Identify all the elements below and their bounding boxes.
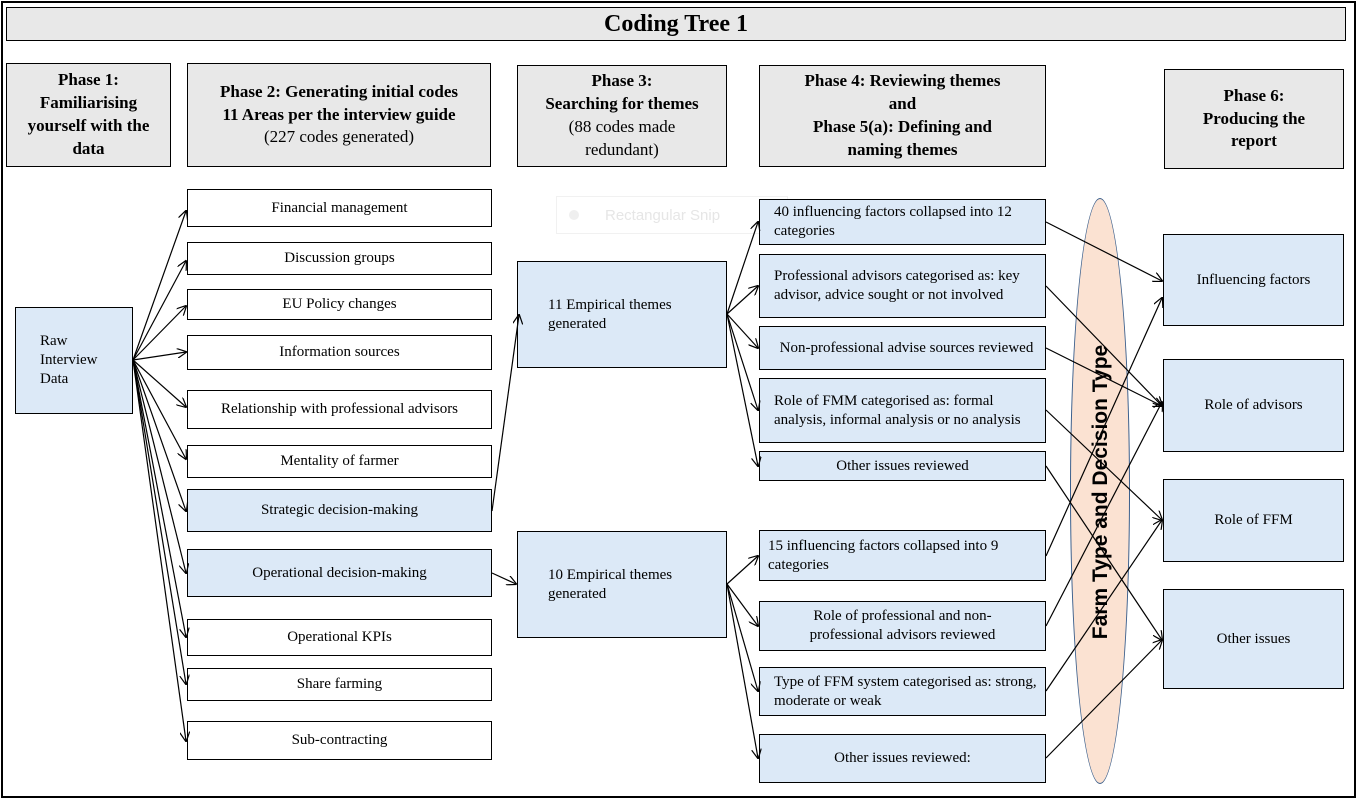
- arrow-theme-to-review: [726, 556, 758, 585]
- phase-4-line-1: Phase 4: Reviewing themes: [804, 71, 1001, 91]
- arrow-raw-to-area: [132, 359, 186, 511]
- arrow-theme-to-review: [726, 222, 758, 315]
- phase-4-line-3: Phase 5(a): Defining and: [813, 117, 992, 136]
- arrow-review-to-output: [1045, 347, 1162, 406]
- phase-6-header: Phase 6: Producing the report: [1164, 69, 1344, 169]
- arrow-review-to-output: [1045, 465, 1162, 640]
- arrow-raw-to-area: [132, 359, 186, 407]
- phase-2-header: Phase 2: Generating initial codes 11 Are…: [187, 63, 491, 167]
- diagram-title: Coding Tree 1: [6, 7, 1346, 41]
- arrow-review-to-output: [1045, 221, 1162, 281]
- phase-2-sub: (227 codes generated): [263, 127, 415, 147]
- phase-4-line-2: and: [888, 94, 917, 114]
- phase-1-line-1: Phase 1:: [58, 70, 119, 90]
- arrow-raw-to-area: [132, 359, 186, 741]
- phase-6-line-2: Producing the: [1202, 108, 1306, 128]
- area-node: Share farming: [187, 668, 492, 701]
- arrow-review-to-output: [1045, 640, 1162, 759]
- arrow-raw-to-area: [132, 352, 186, 361]
- review-node: Other issues reviewed: [759, 451, 1046, 481]
- phase-3-line-1: Phase 3:: [591, 71, 653, 91]
- area-node: Relationship with professional advisors: [187, 390, 492, 429]
- raw-interview-data-node: Raw Interview Data: [15, 307, 133, 414]
- arrow-raw-to-area: [132, 359, 186, 573]
- review-node: Type of FFM system categorised as: stron…: [759, 667, 1046, 716]
- review-node: 40 influencing factors collapsed into 12…: [759, 199, 1046, 245]
- arrow-theme-to-review: [726, 313, 758, 466]
- ghost-label: Rectangular Snip: [605, 206, 721, 224]
- farm-type-decision-type-ellipse: Farm Type and Decision Type: [1070, 198, 1132, 786]
- area-node: Operational KPIs: [187, 619, 492, 656]
- theme-node-strategic: 11 Empirical themes generated: [517, 261, 727, 368]
- review-node: 15 influencing factors collapsed into 9 …: [759, 530, 1046, 581]
- area-node-strategic: Strategic decision-making: [187, 489, 492, 532]
- phase-2-line-2: 11 Areas per the interview guide: [222, 104, 456, 124]
- phase-3-sub-2: redundant): [585, 139, 659, 159]
- output-influencing-factors: Influencing factors: [1163, 234, 1344, 326]
- phase-3-header: Phase 3: Searching for themes (88 codes …: [517, 65, 727, 167]
- phase-6-line-3: report: [1231, 131, 1277, 151]
- arrow-raw-to-area: [132, 359, 186, 459]
- phase-1-line-3: yourself with the: [27, 116, 150, 135]
- area-node: Financial management: [187, 189, 492, 227]
- phase-1-line-2: Familiarising: [39, 93, 138, 113]
- arrow-review-to-output: [1045, 298, 1162, 557]
- arrow-theme-to-review: [726, 583, 758, 691]
- snip-icon: [569, 210, 579, 220]
- area-node: Mentality of farmer: [187, 445, 492, 478]
- area-node: EU Policy changes: [187, 289, 492, 320]
- phase-3-sub-1: (88 codes made: [568, 117, 676, 136]
- phase-1-header: Phase 1: Familiarising yourself with the…: [6, 63, 171, 167]
- phase-6-line-1: Phase 6:: [1223, 85, 1285, 105]
- ellipse-shape: [1070, 198, 1130, 784]
- review-node: Professional advisors categorised as: ke…: [759, 254, 1046, 318]
- review-node: Role of FMM categorised as: formal analy…: [759, 378, 1046, 443]
- area-node: Discussion groups: [187, 242, 492, 275]
- arrow-theme-to-review: [726, 583, 758, 626]
- output-other-issues: Other issues: [1163, 589, 1344, 689]
- arrow-theme-to-review: [726, 286, 758, 315]
- arrow-operational-to-theme: [491, 572, 516, 584]
- phase-4-5-header: Phase 4: Reviewing themes and Phase 5(a)…: [759, 65, 1046, 167]
- phase-4-line-4: naming themes: [847, 139, 958, 159]
- review-node: Other issues reviewed:: [759, 734, 1046, 783]
- phase-3-line-2: Searching for themes: [545, 94, 699, 114]
- area-node: Sub-contracting: [187, 721, 492, 760]
- arrow-review-to-output: [1045, 409, 1162, 520]
- arrow-theme-to-review: [726, 583, 758, 758]
- review-node: Non-professional advise sources reviewed: [759, 326, 1046, 370]
- arrow-raw-to-area: [132, 359, 186, 684]
- arrow-review-to-output: [1045, 402, 1162, 627]
- arrow-raw-to-area: [132, 306, 186, 361]
- arrow-raw-to-area: [132, 261, 186, 361]
- phase-2-line-1: Phase 2: Generating initial codes: [220, 81, 458, 101]
- arrow-strategic-to-theme: [491, 315, 519, 512]
- theme-node-operational: 10 Empirical themes generated: [517, 531, 727, 638]
- arrow-theme-to-review: [726, 313, 758, 348]
- area-node: Information sources: [187, 335, 492, 370]
- arrow-raw-to-area: [132, 359, 186, 637]
- arrow-review-to-output: [1045, 520, 1162, 692]
- arrow-raw-to-area: [132, 211, 186, 361]
- arrow-theme-to-review: [726, 313, 758, 410]
- arrow-review-to-output: [1045, 285, 1162, 406]
- phase-1-line-4: data: [72, 138, 105, 158]
- review-node: Role of professional and non-professiona…: [759, 601, 1046, 651]
- output-role-of-advisors: Role of advisors: [1163, 359, 1344, 452]
- output-role-of-ffm: Role of FFM: [1163, 479, 1344, 562]
